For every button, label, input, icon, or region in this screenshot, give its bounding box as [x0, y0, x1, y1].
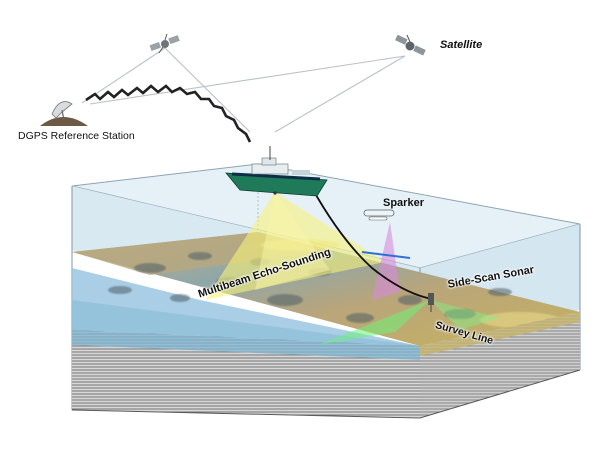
sparker-label: Sparker — [383, 197, 424, 209]
side-scan-beam — [318, 300, 430, 345]
sparker-beam — [372, 222, 400, 300]
satellite-icon — [395, 34, 426, 56]
multibeam-swath-core — [255, 192, 330, 290]
side-scan-beam — [430, 300, 500, 330]
sub-bottom-profile — [71, 312, 581, 419]
radar-dish-icon — [40, 101, 88, 126]
towfish-icon — [428, 293, 434, 312]
satellite-label: Satellite — [440, 39, 483, 51]
survey-ship-icon — [225, 146, 328, 197]
sparker-sled-icon — [363, 209, 395, 221]
dgps-radio-link — [85, 84, 252, 143]
satellite-icon — [149, 33, 180, 54]
transducer-icon — [273, 191, 277, 195]
survey-line-marker — [361, 251, 411, 259]
tow-cable — [311, 187, 433, 300]
gps-signal-lines — [81, 47, 406, 133]
dgps-station-label: DGPS Reference Station — [18, 130, 135, 142]
